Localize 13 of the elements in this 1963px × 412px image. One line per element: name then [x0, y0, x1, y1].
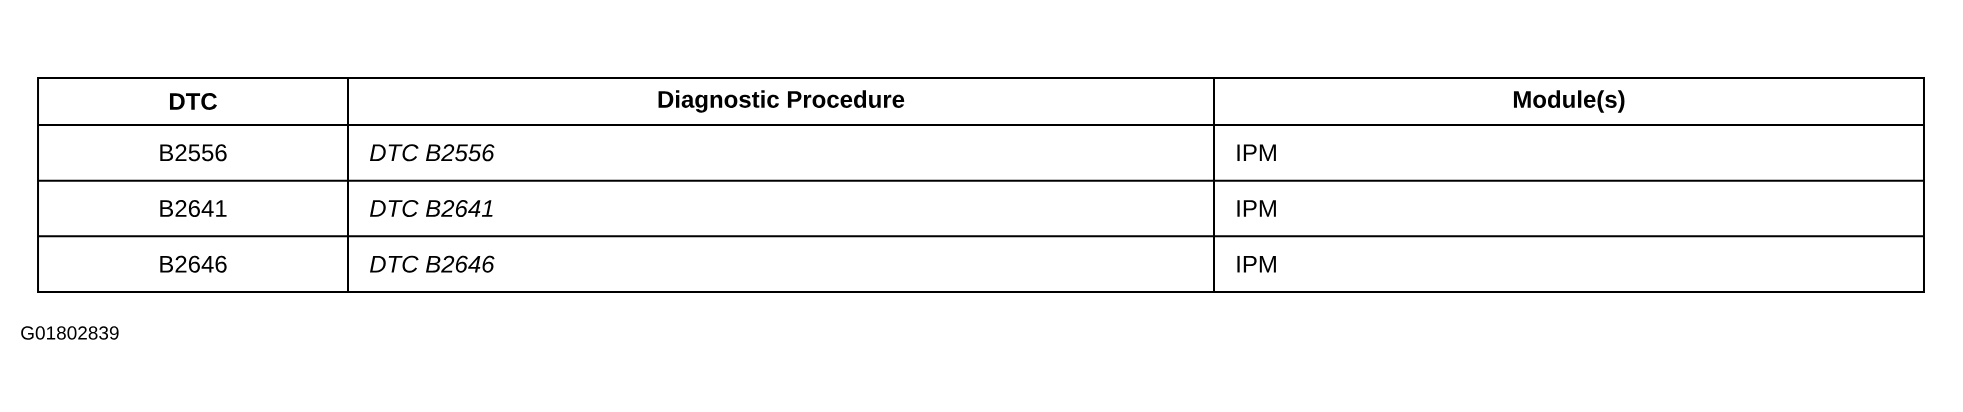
cell-text: B2641	[160, 200, 227, 217]
column-header: Module(s)	[1513, 90, 1625, 113]
cell-text: DTC B2556	[369, 144, 495, 162]
column-header: DTC	[169, 93, 218, 110]
cell-text: IPM	[1237, 255, 1276, 273]
cell-text: DTC B2646	[369, 255, 495, 273]
cell-text: DTC B2641	[369, 200, 493, 217]
cell-text: B2646	[160, 255, 227, 273]
figure-number: G01802839	[21, 326, 119, 340]
cell-text: IPM	[1237, 200, 1276, 217]
cell-text: B2556	[160, 144, 227, 162]
column-header: Diagnostic Procedure	[658, 90, 905, 113]
cell-text: IPM	[1237, 144, 1276, 162]
